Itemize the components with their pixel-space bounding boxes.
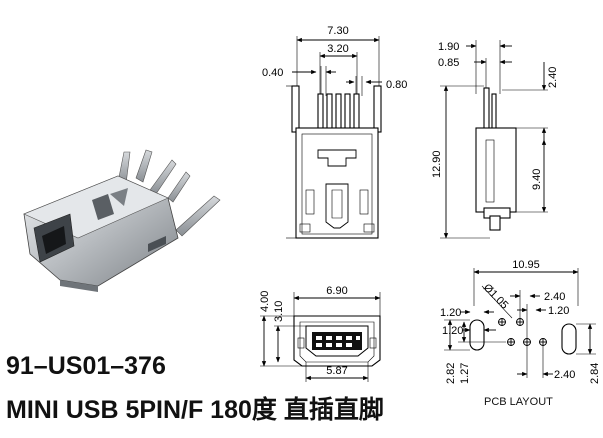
product-description: MINI USB 5PIN/F 180度 直插直脚 [6,396,384,424]
dim-bottom-width: 6.90 [326,285,347,297]
front-view: 7.30 3.20 0.40 0.80 [262,25,407,239]
dim-pin-thickness: 0.85 [438,57,459,69]
dim-pin-length: 2.40 [547,67,559,88]
dim-pin-width: 0.40 [262,67,283,79]
pcb-dim-pitch-top: 2.40 [544,291,565,303]
dim-inner-height: 3.10 [273,301,285,322]
part-number: 91–US01–376 [6,352,166,380]
dim-height: 12.90 [431,150,443,178]
pcb-dim-row-offset: 1.20 [442,325,463,337]
pcb-layout-label: PCB LAYOUT [484,396,553,408]
pcb-dim-pitch-bottom: 2.40 [554,369,575,381]
dim-inner-width: 5.87 [326,365,347,377]
pcb-dim-width: 10.95 [512,259,540,271]
dim-pin-pitch: 0.80 [386,79,407,91]
pcb-dim-height-b: 1.27 [459,363,471,384]
dim-bottom-height: 4.00 [259,291,271,312]
pcb-dim-height-c: 2.84 [589,363,601,384]
dim-width: 7.30 [327,25,348,37]
dim-body-height: 9.40 [531,169,543,190]
dim-pin-span: 3.20 [327,43,348,55]
bottom-view: 6.90 5.87 4.00 3. [259,285,381,382]
pcb-layout: 10.95 Ø1.05 1.20 1.20 [440,259,601,384]
connector-render [23,149,221,292]
pcb-dim-height-a: 2.82 [445,363,457,384]
pcb-dim-row-spacing: 1.20 [440,307,461,319]
side-view: 1.90 0.85 2.40 12.90 9.40 [431,40,559,239]
pcb-dim-pitch-top2: 1.20 [548,305,569,317]
pcb-dim-hole: Ø1.05 [481,282,510,312]
dim-depth: 1.90 [438,41,459,53]
